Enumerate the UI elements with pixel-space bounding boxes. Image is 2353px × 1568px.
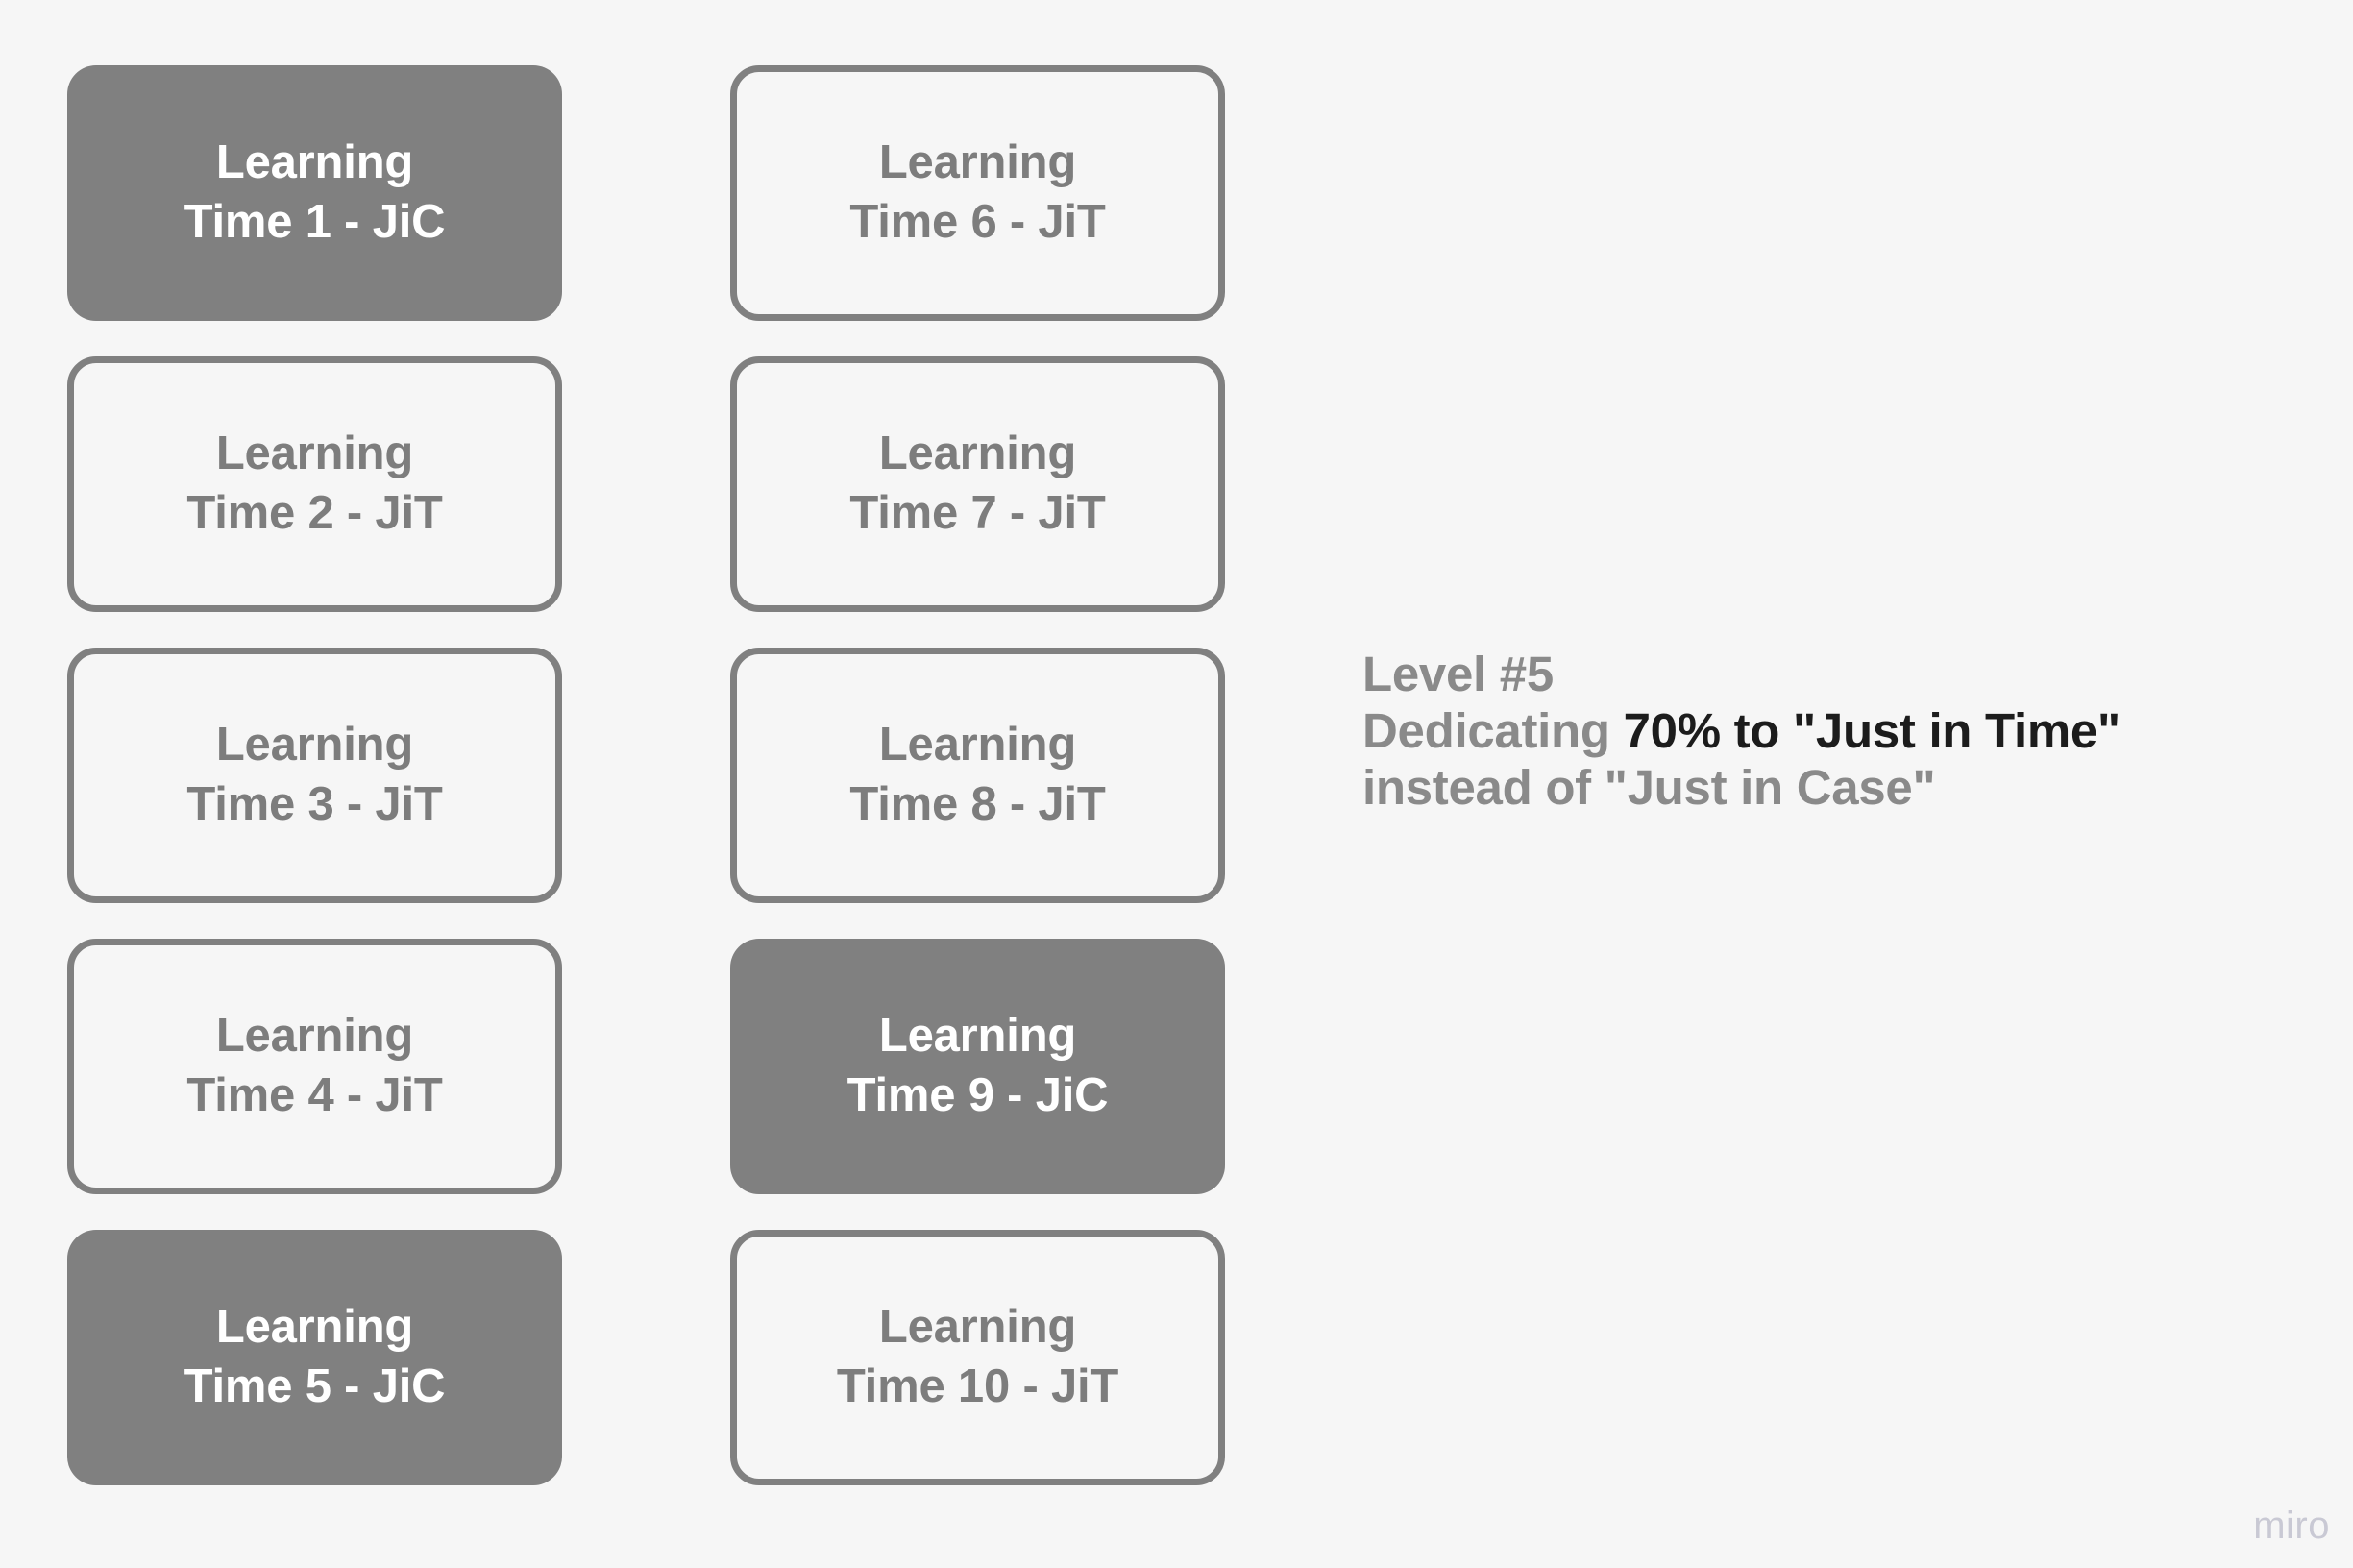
annotation-line2-emphasis: 70% to "Just in Time" [1623, 703, 2121, 759]
level-annotation-text: Level #5 Dedicating 70% to "Just in Time… [1362, 646, 2323, 816]
learning-time-card-6[interactable]: Learning Time 6 - JiT [730, 65, 1225, 321]
learning-time-card-6-label: Learning Time 6 - JiT [849, 136, 1106, 248]
learning-time-card-3-label: Learning Time 3 - JiT [186, 719, 443, 830]
annotation-line2-prefix: Dedicating [1362, 703, 1624, 759]
learning-time-card-10-label: Learning Time 10 - JiT [836, 1301, 1119, 1412]
learning-time-card-3[interactable]: Learning Time 3 - JiT [67, 648, 562, 903]
learning-time-card-8[interactable]: Learning Time 8 - JiT [730, 648, 1225, 903]
learning-time-card-4-label: Learning Time 4 - JiT [186, 1010, 443, 1121]
learning-time-card-grid: Learning Time 1 - JiC Learning Time 6 - … [67, 65, 1225, 1487]
learning-time-card-2[interactable]: Learning Time 2 - JiT [67, 356, 562, 612]
learning-time-card-10[interactable]: Learning Time 10 - JiT [730, 1230, 1225, 1485]
learning-time-card-1-label: Learning Time 1 - JiC [184, 136, 446, 248]
learning-time-card-5-label: Learning Time 5 - JiC [184, 1301, 446, 1412]
learning-time-card-5[interactable]: Learning Time 5 - JiC [67, 1230, 562, 1485]
learning-time-card-1[interactable]: Learning Time 1 - JiC [67, 65, 562, 321]
learning-time-card-9-label: Learning Time 9 - JiC [846, 1010, 1109, 1121]
learning-time-card-2-label: Learning Time 2 - JiT [186, 428, 443, 539]
annotation-line-instead: instead of "Just in Case" [1362, 760, 1936, 816]
learning-time-card-7-label: Learning Time 7 - JiT [849, 428, 1106, 539]
annotation-line-level: Level #5 [1362, 647, 1554, 701]
learning-time-card-8-label: Learning Time 8 - JiT [849, 719, 1106, 830]
learning-time-card-7[interactable]: Learning Time 7 - JiT [730, 356, 1225, 612]
learning-time-card-4[interactable]: Learning Time 4 - JiT [67, 939, 562, 1194]
annotation-line-dedicating: Dedicating 70% to "Just in Time" [1362, 702, 2323, 759]
learning-time-card-9[interactable]: Learning Time 9 - JiC [730, 939, 1225, 1194]
miro-watermark: miro [2253, 1505, 2330, 1547]
